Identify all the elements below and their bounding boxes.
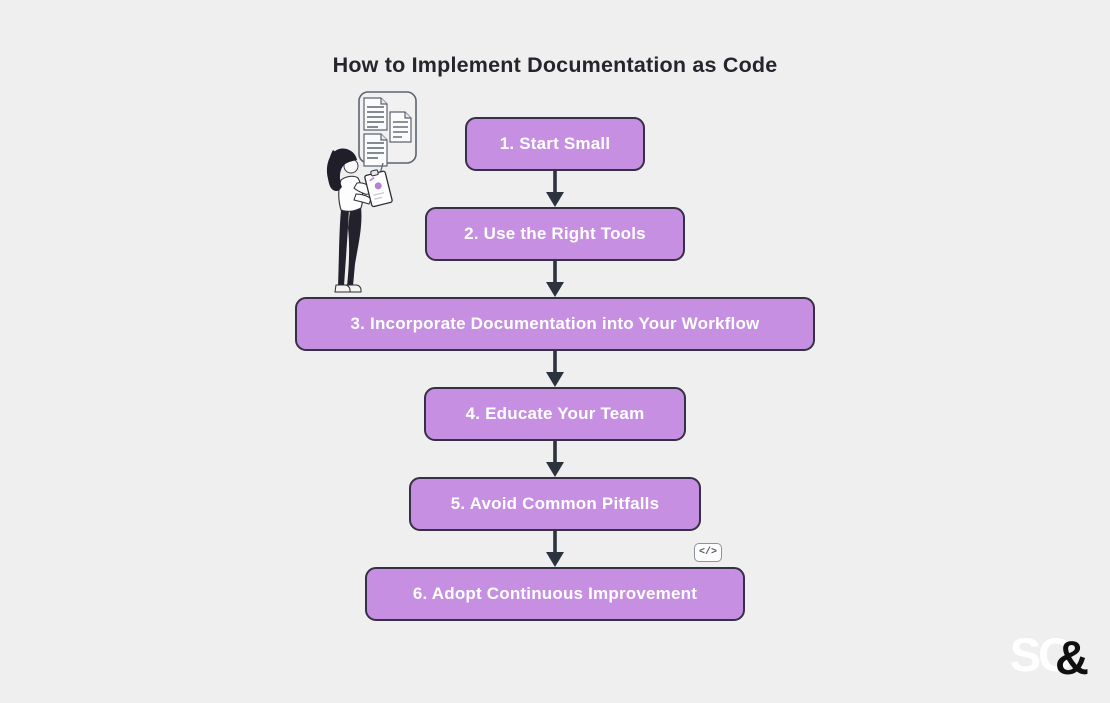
person-figure	[326, 148, 373, 293]
document-icon	[389, 111, 412, 143]
flow-step-6-label: 6. Adopt Continuous Improvement	[412, 584, 698, 603]
arrow-down-icon	[546, 350, 564, 387]
documents-panel	[358, 91, 417, 183]
arrow-down-icon	[546, 260, 564, 297]
woman-with-documents-illustration	[326, 91, 417, 293]
arrow-down-icon	[546, 170, 564, 207]
brand-logo-ampersand: &	[1055, 631, 1089, 684]
document-icon	[363, 133, 388, 167]
flow-step-1-label: 1. Start Small	[499, 134, 611, 153]
flow-step-4: 4. Educate Your Team	[424, 387, 686, 441]
brand-logo-text: SC	[1009, 628, 1072, 681]
brand-logo: SC &	[1009, 628, 1089, 684]
flow-step-4-label: 4. Educate Your Team	[465, 404, 645, 423]
document-icon	[363, 97, 388, 131]
flow-step-5: 5. Avoid Common Pitfalls	[409, 477, 701, 531]
flow-step-6: 6. Adopt Continuous Improvement	[365, 567, 745, 621]
flow-step-2: 2. Use the Right Tools	[425, 207, 685, 261]
code-badge: </>	[694, 543, 723, 562]
code-badge-label: </>	[699, 547, 718, 558]
diagram-title: How to Implement Documentation as Code	[332, 53, 778, 77]
flow-step-1: 1. Start Small	[465, 117, 645, 171]
flow-step-3: 3. Incorporate Documentation into Your W…	[295, 297, 815, 351]
flow-step-2-label: 2. Use the Right Tools	[464, 224, 646, 243]
arrow-down-icon	[546, 440, 564, 477]
arrow-down-icon	[546, 530, 564, 567]
flow-step-5-label: 5. Avoid Common Pitfalls	[450, 494, 660, 513]
flow-step-3-label: 3. Incorporate Documentation into Your W…	[350, 314, 760, 333]
tablet	[364, 169, 393, 208]
